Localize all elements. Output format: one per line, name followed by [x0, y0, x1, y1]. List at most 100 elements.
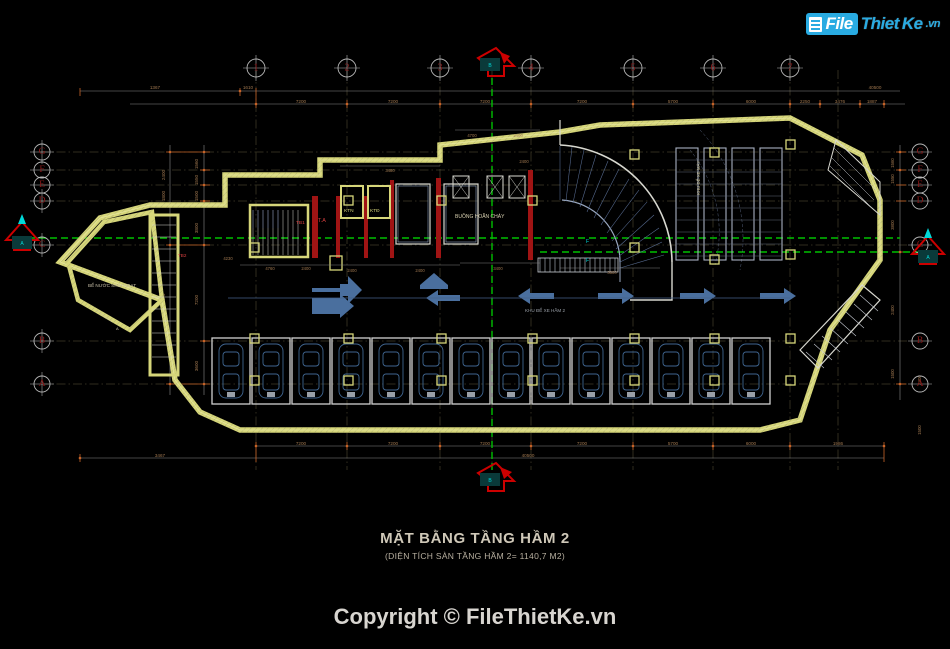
- logo-text-thiet: Thiet: [860, 14, 900, 33]
- svg-text:KTĐ: KTĐ: [370, 208, 380, 214]
- svg-text:1887: 1887: [867, 99, 878, 104]
- page-subtitle: (DIỆN TÍCH SÀN TẦNG HẦM 2= 1140,7 M2): [385, 551, 565, 561]
- svg-text:3800: 3800: [890, 220, 895, 230]
- dimension-line-bottom: 7200 7200 7200 7200 5700 6000 1986 40500…: [79, 441, 885, 462]
- svg-text:7200: 7200: [480, 99, 491, 104]
- structural-columns: [249, 139, 796, 386]
- interior-dimension-ticks: [240, 129, 660, 269]
- svg-text:G: G: [39, 147, 46, 157]
- svg-text:6000: 6000: [746, 441, 757, 446]
- svg-text:A: A: [116, 326, 119, 331]
- svg-text:6: 6: [711, 63, 716, 74]
- svg-text:4230: 4230: [223, 256, 233, 261]
- copyright-watermark: Copyright © FileThietKe.vn: [333, 604, 617, 629]
- svg-text:4: 4: [529, 63, 534, 74]
- grid-lines-vertical: [255, 70, 839, 470]
- svg-text:3476: 3476: [835, 99, 846, 104]
- misc-dimension-labels: 4700 2400 3480 2400 2400 3400 3600 4230 …: [223, 133, 617, 275]
- svg-text:1610: 1610: [243, 85, 254, 90]
- svg-text:F: F: [586, 239, 589, 245]
- svg-text:2400: 2400: [519, 159, 529, 164]
- svg-text:1500: 1500: [917, 425, 922, 435]
- svg-text:KTN: KTN: [344, 208, 354, 214]
- site-logo[interactable]: File Thiet Ke .vn: [806, 11, 941, 37]
- svg-text:D: D: [917, 196, 924, 206]
- stair-tb2: [148, 213, 180, 377]
- svg-text:2400: 2400: [890, 305, 895, 315]
- file-icon: [809, 16, 823, 32]
- dimension-line-left: 1560 1550 1500 3800 7200 3600 17400 2400…: [161, 145, 210, 395]
- core-area: [248, 170, 533, 260]
- svg-text:3400: 3400: [493, 266, 503, 271]
- svg-text:C: C: [39, 240, 45, 250]
- section-marker-a-left: A: [3, 214, 41, 251]
- svg-text:1500: 1500: [194, 190, 199, 201]
- svg-text:F: F: [586, 258, 589, 264]
- motorbike-parking-area: [537, 147, 783, 273]
- grid-bubbles-right: GF ED CB A: [908, 143, 932, 393]
- svg-text:1500: 1500: [890, 369, 895, 379]
- svg-text:B: B: [488, 478, 492, 484]
- svg-text:2400: 2400: [161, 169, 166, 180]
- svg-text:2400: 2400: [513, 133, 523, 138]
- svg-text:1367: 1367: [150, 85, 161, 90]
- svg-text:F: F: [39, 165, 44, 175]
- traffic-direction-arrows: [312, 273, 796, 318]
- svg-text:G: G: [917, 147, 924, 157]
- svg-text:3800: 3800: [194, 222, 199, 233]
- svg-text:2400: 2400: [347, 268, 357, 273]
- svg-text:4760: 4760: [265, 266, 275, 271]
- svg-text:1550: 1550: [890, 174, 895, 184]
- svg-text:2400: 2400: [301, 266, 311, 271]
- building-outline: [55, 115, 883, 433]
- snap-nodes: [78, 89, 902, 460]
- svg-text:5700: 5700: [668, 99, 679, 104]
- svg-text:B: B: [39, 336, 45, 346]
- svg-text:7200: 7200: [577, 99, 588, 104]
- svg-text:3467: 3467: [155, 453, 166, 458]
- svg-text:7200: 7200: [194, 294, 199, 305]
- svg-text:7200: 7200: [388, 441, 399, 446]
- dimension-line-top: 1367 1610 7200 7200 7200 7200 5700 6000 …: [79, 85, 905, 108]
- svg-text:3: 3: [438, 63, 443, 74]
- room-labels: BỂ NƯỚC SINH HOẠT BUỒNG HOÃN CHÁY KHU ĐỂ…: [88, 161, 701, 313]
- svg-text:A: A: [926, 255, 930, 261]
- page-title: MẶT BẰNG TẦNG HẦM 2: [380, 530, 570, 547]
- section-axis-a: [28, 237, 930, 253]
- logo-text-ke: Ke: [901, 14, 923, 33]
- title-block: MẶT BẰNG TẦNG HẦM 2 (DIỆN TÍCH SÀN TẦNG …: [0, 530, 950, 561]
- svg-text:7200: 7200: [577, 441, 588, 446]
- svg-text:40500: 40500: [869, 85, 882, 90]
- curved-vehicle-ramp: [559, 120, 744, 301]
- car-parking-bays: [211, 337, 771, 405]
- svg-text:7: 7: [788, 63, 793, 74]
- svg-text:B: B: [917, 336, 923, 346]
- svg-text:1: 1: [254, 63, 259, 74]
- svg-text:KHU ĐỂ XE MÁY: KHU ĐỂ XE MÁY: [696, 161, 701, 195]
- svg-text:3600: 3600: [607, 270, 617, 275]
- svg-text:E: E: [39, 180, 45, 190]
- svg-text:7200: 7200: [388, 99, 399, 104]
- svg-text:F: F: [917, 165, 922, 175]
- svg-text:2400: 2400: [415, 268, 425, 273]
- water-tank-room: A: [65, 209, 165, 333]
- svg-text:2250: 2250: [800, 99, 811, 104]
- svg-text:BUỒNG HOÃN CHÁY: BUỒNG HOÃN CHÁY: [455, 213, 505, 220]
- section-marker-b-bottom: B: [476, 461, 517, 492]
- svg-text:1560: 1560: [194, 158, 199, 169]
- svg-text:A: A: [917, 379, 924, 389]
- right-exit-ramp: [799, 139, 881, 369]
- logo-file-badge: File: [806, 13, 858, 35]
- svg-text:A: A: [20, 241, 24, 247]
- svg-text:TB1: TB1: [296, 220, 305, 226]
- svg-text:7200: 7200: [296, 441, 307, 446]
- svg-text:7200: 7200: [296, 99, 307, 104]
- svg-text:D: D: [39, 196, 46, 206]
- logo-text-vn: .vn: [925, 18, 941, 30]
- svg-text:T.A: T.A: [318, 218, 326, 224]
- svg-text:1560: 1560: [890, 158, 895, 168]
- svg-text:6000: 6000: [746, 99, 757, 104]
- logo-text-file: File: [825, 14, 853, 33]
